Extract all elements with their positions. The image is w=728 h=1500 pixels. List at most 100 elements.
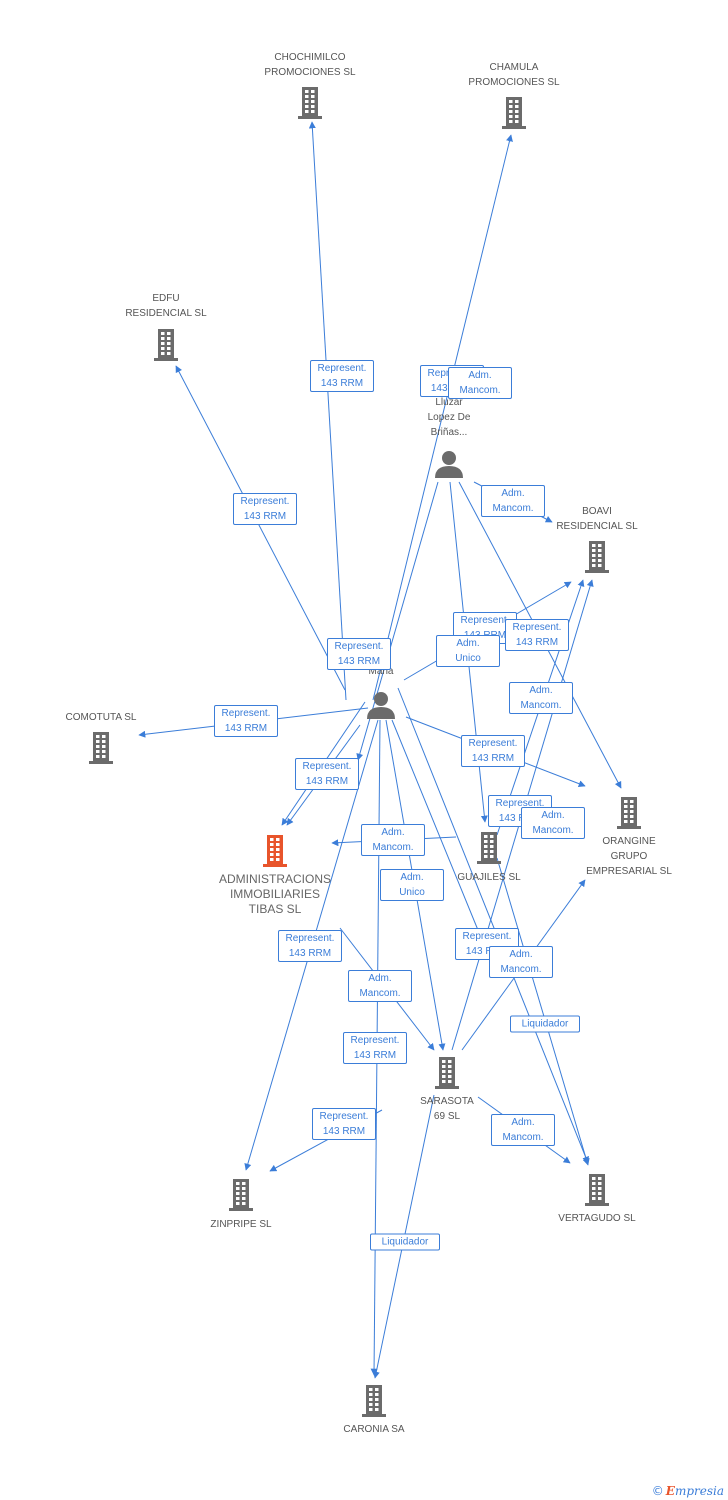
edfu-label-line: RESIDENCIAL SL	[125, 308, 207, 319]
relation-edge-1	[308, 121, 347, 701]
empresia-logo[interactable]: ©Empresia	[652, 1484, 724, 1498]
edge-label-15[interactable]: Adm.Mancom.	[481, 485, 545, 517]
edge-label-5[interactable]: Represent. 143 RRM	[295, 758, 359, 790]
relation-edge-13	[397, 687, 589, 1164]
edge-label-21[interactable]: Adm. Mancom.	[521, 807, 585, 839]
relation-edge-26	[496, 857, 590, 1166]
edge-label-line: Represent.	[221, 708, 271, 719]
edfu-building-icon[interactable]	[154, 329, 178, 361]
edge-label-10[interactable]: Adm.Mancom.	[361, 824, 425, 856]
caronia-building-icon[interactable]	[362, 1385, 386, 1417]
zinpripe-building-icon[interactable]	[229, 1179, 253, 1211]
edge-label-line: Mancom.	[532, 825, 574, 836]
chochimilco-building-icon[interactable]	[298, 87, 322, 119]
admin-building-icon[interactable]	[263, 835, 287, 867]
vertagudo-building-icon[interactable]	[585, 1174, 609, 1206]
guajiles-building-icon[interactable]	[477, 832, 501, 864]
edge-label-20[interactable]: Adm.Mancom.	[489, 946, 553, 978]
edge-label-line: 143 RRM	[322, 1126, 366, 1137]
edge-label-line: Represent.	[334, 641, 384, 652]
edge-label-line: Mancom.	[492, 503, 534, 514]
comotuta-label[interactable]: COMOTUTA SL	[66, 710, 137, 725]
sarasota-label-line: 69 SL	[433, 1111, 461, 1122]
edge-label-17[interactable]: Adm. Unico	[436, 635, 500, 667]
edge-label-line: 143 RRM	[498, 813, 542, 824]
admin-label-line: TIBAS SL	[248, 902, 302, 916]
edge-label-line: 143 RRM	[243, 511, 287, 522]
caronia-label[interactable]: CARONIA SA	[343, 1422, 404, 1437]
edge-label-line: Unico	[399, 887, 425, 898]
zinpripe-label[interactable]: ZINPRIPE SL	[210, 1217, 271, 1232]
edge-label-line: Represent.	[462, 931, 512, 942]
chochimilco-label-line: PROMOCIONES SL	[264, 67, 356, 78]
edge-label-line: Mancom.	[372, 842, 414, 853]
edge-label-16[interactable]: Adm.Mancom.	[509, 682, 573, 714]
orangine-building-icon[interactable]	[617, 797, 641, 829]
edge-label-line: Adm.	[368, 973, 392, 984]
edge-label-line: 143 RRM	[320, 378, 364, 389]
edge-label-22[interactable]: Adm.Mancom.	[348, 970, 412, 1002]
edge-label-line: Adm.	[456, 638, 480, 649]
edge-label-25[interactable]: Adm. Mancom.	[491, 1114, 555, 1146]
edge-label-line: Represent.	[495, 798, 545, 809]
edfu-label-line: EDFU	[152, 293, 180, 304]
edge-label-line: 143 RRM	[288, 948, 332, 959]
sarasota-building-icon[interactable]	[435, 1057, 459, 1089]
edge-label-line: Adm.	[541, 810, 565, 821]
admin-label-line: IMMOBILIARIES	[229, 887, 321, 901]
edge-label-line: Unico	[455, 653, 481, 664]
zinpripe-label-line: ZINPRIPE SL	[210, 1219, 272, 1230]
edge-label-11[interactable]: Represent.143 RRM	[278, 930, 342, 962]
chamula-label-line: CHAMULA	[489, 62, 539, 73]
edge-label-8[interactable]: Adm. Unico	[380, 869, 444, 901]
chochimilco-label[interactable]: CHOCHIMILCO PROMOCIONES SL	[264, 50, 355, 80]
person2-person-icon[interactable]	[367, 692, 395, 719]
edge-label-line: 143 RRM	[305, 776, 349, 787]
edge-label-line: Mancom.	[459, 385, 501, 396]
edge-label-line: Adm.	[400, 872, 424, 883]
edfu-label[interactable]: EDFU RESIDENCIAL SL	[125, 291, 206, 321]
boavi-building-icon[interactable]	[585, 541, 609, 573]
edge-label-4[interactable]: Represent.143 RRM	[214, 705, 278, 737]
chochimilco-label-line: CHOCHIMILCO	[274, 52, 346, 63]
edge-label-line: Represent.	[302, 761, 352, 772]
edge-label-3[interactable]: Represent.143 RRM	[233, 493, 297, 525]
vertagudo-label[interactable]: VERTAGUDO SL	[558, 1211, 635, 1226]
person1-person-icon[interactable]	[435, 451, 463, 478]
edge-label-line: Adm.	[509, 949, 533, 960]
person1-label-line: Briñas...	[430, 427, 468, 438]
brand-initial: E	[665, 1484, 675, 1498]
edge-label-6[interactable]: Represent.143 RRM	[327, 638, 391, 670]
edge-label-line: Represent.	[468, 738, 518, 749]
guajiles-label[interactable]: GUAJILES SL	[457, 870, 520, 885]
edge-label-7[interactable]: Represent. 143 RRM	[343, 1032, 407, 1064]
edge-label-26[interactable]: Liquidador	[370, 1233, 440, 1251]
edge-label-12[interactable]: Represent.143 RRM	[461, 735, 525, 767]
vertagudo-label-line: VERTAGUDO SL	[558, 1213, 636, 1224]
chamula-building-icon[interactable]	[502, 97, 526, 129]
edge-label-line: Represent.	[350, 1035, 400, 1046]
comotuta-label-line: COMOTUTA SL	[65, 712, 137, 723]
edges-layer	[138, 121, 622, 1379]
brand-name: mpresia	[674, 1484, 724, 1498]
edge-label-14[interactable]: Adm.Mancom.	[448, 367, 512, 399]
edge-label-line: Mancom.	[520, 700, 562, 711]
edge-label-line: Liquidador	[521, 1018, 569, 1030]
edge-label-13[interactable]: Represent.143 RRM	[505, 619, 569, 651]
edge-label-line: 143 RRM	[353, 1050, 397, 1061]
edge-label-line: Adm.	[511, 1117, 535, 1128]
comotuta-building-icon[interactable]	[89, 732, 113, 764]
edge-label-23[interactable]: Represent.143 RRM	[312, 1108, 376, 1140]
edge-label-1[interactable]: Represent.143 RRM	[310, 360, 374, 392]
admin-label-line: ADMINISTRACIONS	[218, 872, 332, 886]
edge-label-24[interactable]: Liquidador	[510, 1015, 580, 1033]
person1-label-line: Lopez De	[427, 412, 471, 423]
edge-label-line: Liquidador	[381, 1236, 429, 1248]
edge-label-line: Mancom.	[502, 1132, 544, 1143]
